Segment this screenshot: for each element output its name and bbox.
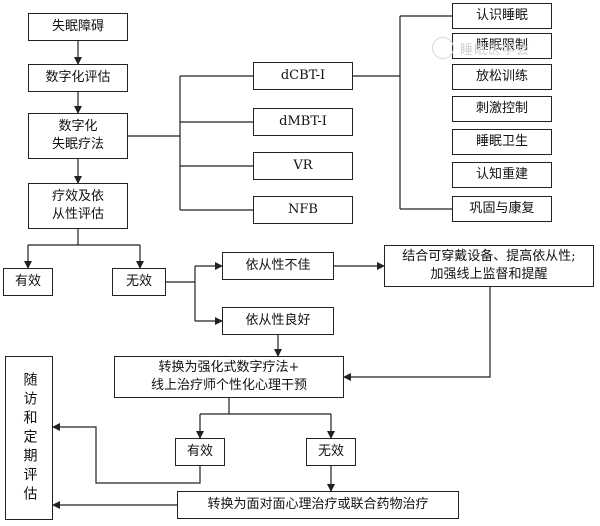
edge-wearable-to-intensified (343, 287, 491, 381)
node-intensified-digital-therapy: 转换为强化式数字疗法+ 线上治疗师个性化心理干预 (114, 356, 344, 398)
node-stimulus-control: 刺激控制 (452, 96, 552, 122)
node-effective-first: 有效 (3, 268, 53, 296)
node-nfb: NFB (253, 196, 353, 224)
node-ineffective-first: 无效 (112, 268, 166, 296)
node-digital-insomnia-therapy: 数字化 失眠疗法 (28, 113, 128, 159)
node-cognitive-restructuring: 认知重建 (452, 162, 552, 188)
node-sleep-restriction: 睡眠限制 (452, 33, 552, 59)
node-ineffective-second: 无效 (306, 438, 356, 466)
edge-effective-to-followup (52, 423, 201, 484)
node-follow-up-assessment: 随访和定期评估 (5, 356, 53, 520)
node-relaxation-training: 放松训练 (452, 64, 552, 90)
node-wearable-devices-supervision: 结合可穿戴设备、提高依从性; 加强线上监督和提醒 (384, 245, 594, 287)
node-dcbt-i: dCBT-I (253, 62, 353, 90)
node-face-to-face-or-drug-therapy: 转换为面对面心理治疗或联合药物治疗 (177, 491, 459, 519)
node-consolidation-recovery: 巩固与康复 (452, 196, 552, 222)
follow-up-label: 随访和定期评估 (21, 371, 38, 505)
node-efficacy-adherence-assessment: 疗效及依 从性评估 (28, 183, 128, 229)
node-insomnia-disorder: 失眠障碍 (28, 13, 128, 41)
node-effective-second: 有效 (175, 438, 225, 466)
node-poor-adherence: 依从性不佳 (222, 252, 334, 280)
node-good-adherence: 依从性良好 (222, 307, 334, 335)
node-sleep-hygiene: 睡眠卫生 (452, 129, 552, 155)
node-sleep-cognition: 认识睡眠 (452, 3, 552, 29)
node-digital-assessment: 数字化评估 (28, 64, 128, 92)
node-dmbt-i: dMBT-I (253, 108, 353, 136)
node-vr: VR (253, 152, 353, 180)
